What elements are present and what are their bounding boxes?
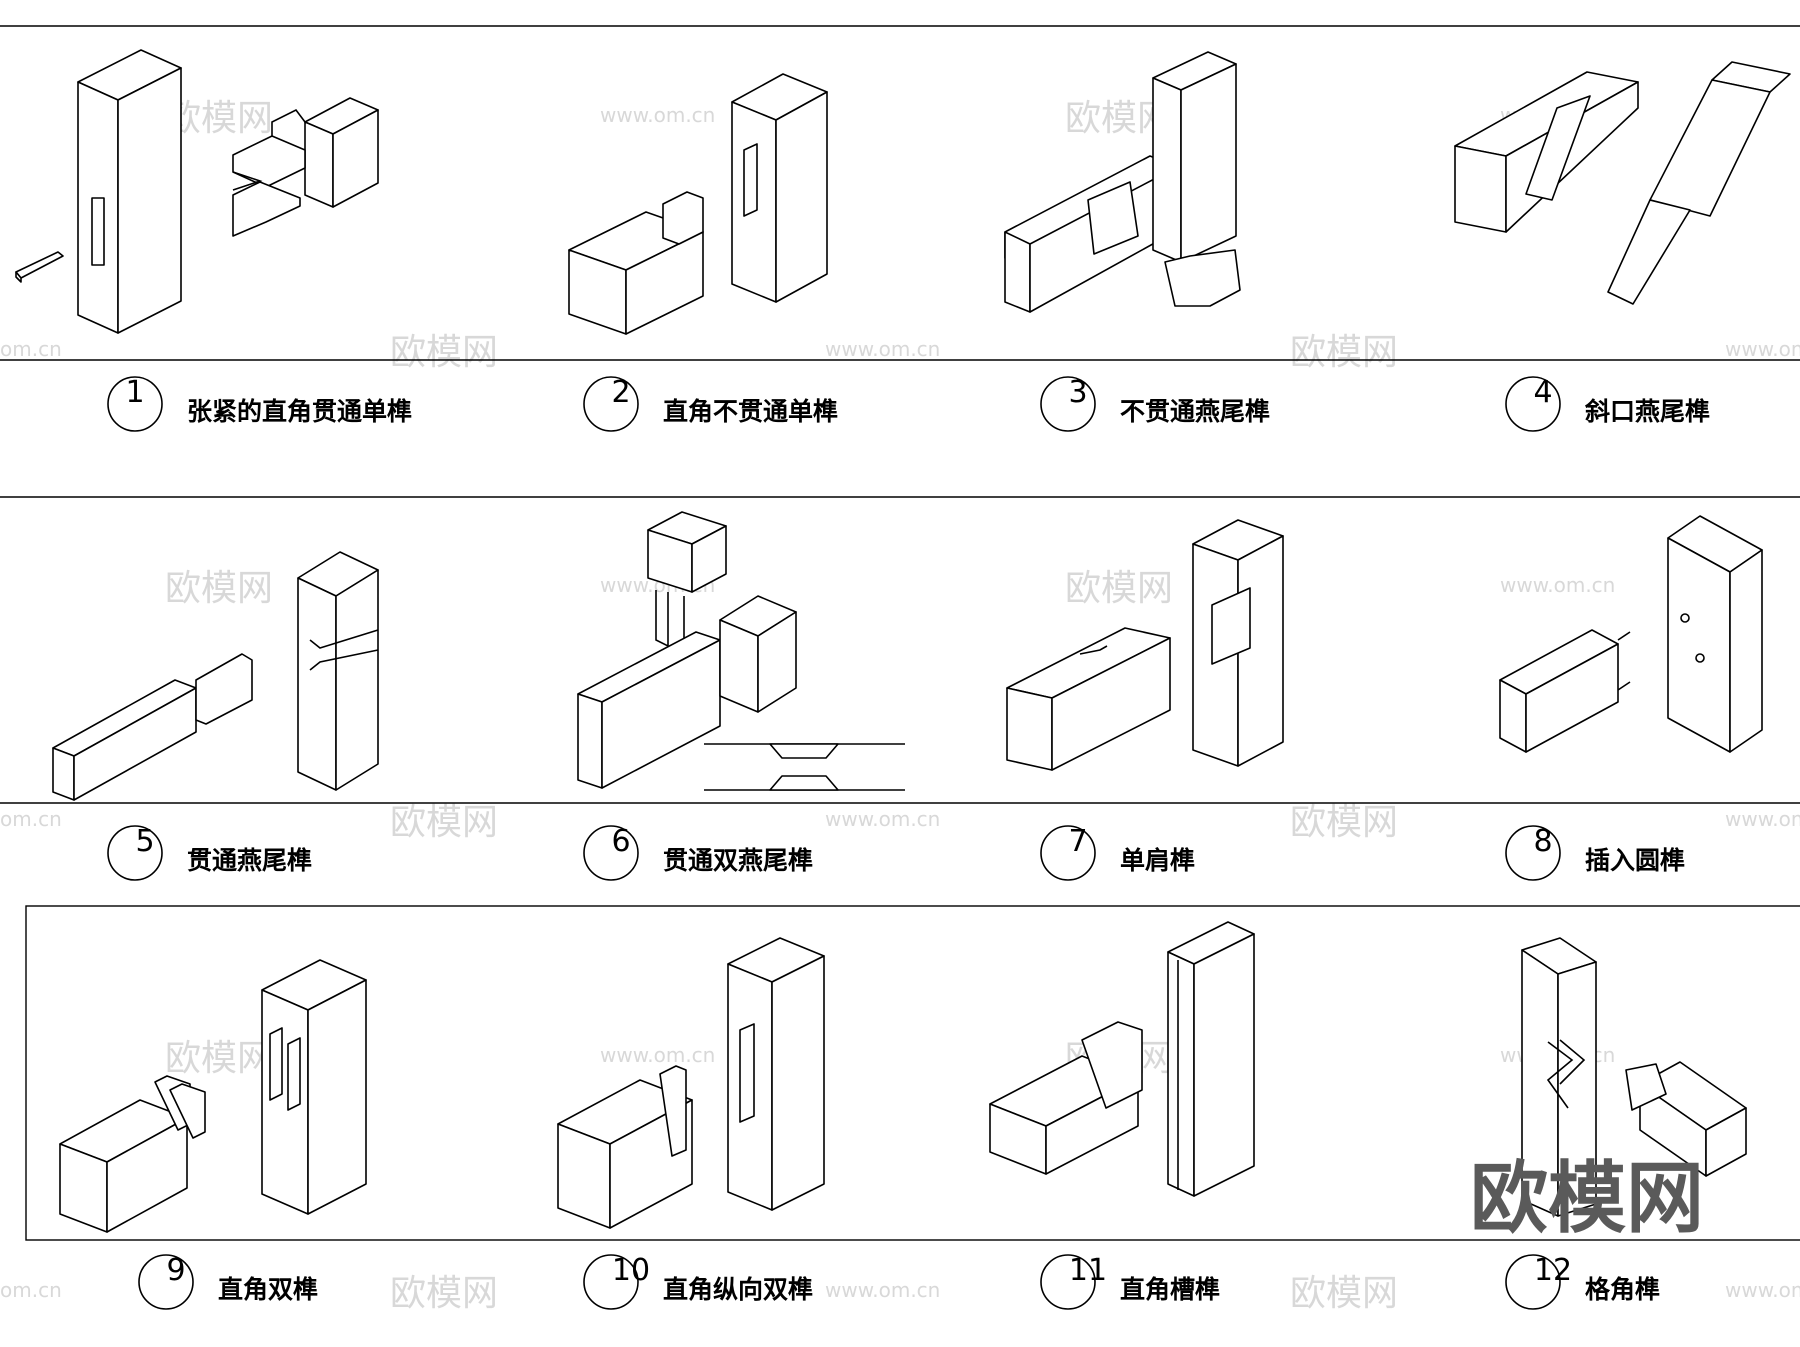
caption-number: 2 [611,375,630,410]
caption-joint-12: 12 格角榫 [1505,1253,1660,1310]
caption-label: 斜口燕尾榫 [1584,397,1710,426]
caption-label: 直角纵向双榫 [663,1275,813,1304]
watermark-url: www.om.cn [1725,807,1800,831]
caption-number: 11 [1069,1253,1107,1288]
watermark-url: www.om.cn [1500,573,1615,597]
watermark-cn: 欧模网 [165,1038,273,1079]
watermark-cn: 欧模网 [165,568,273,609]
joint-6-figure [577,511,905,791]
watermark-cn: 欧模网 [390,1273,498,1314]
number-circle [107,825,163,881]
watermark-url: om.cn [0,807,62,831]
caption-label: 格角榫 [1585,1275,1660,1304]
number-circle [583,376,639,432]
caption-joint-10: 10 直角纵向双榫 [583,1253,813,1310]
number-circle [1040,376,1096,432]
frame-lines [0,25,1800,1241]
watermark-url: www.om.cn [825,807,940,831]
caption-label: 贯通燕尾榫 [187,846,312,875]
watermark-url: www.om.cn [600,103,715,127]
caption-number: 8 [1533,824,1552,859]
watermark-cn: 欧模网 [1065,568,1173,609]
caption-number: 12 [1534,1253,1572,1288]
joint-3-figure [1004,51,1241,313]
joint-2-figure [568,73,828,335]
watermark-cn: 欧模网 [1290,802,1398,843]
caption-number: 5 [135,824,154,859]
number-circle [583,1254,639,1310]
caption-number: 10 [612,1253,650,1288]
caption-joint-1: 1 张紧的直角贯通单榫 [107,375,412,432]
caption-number: 7 [1068,824,1087,859]
joint-8-figure [1499,515,1763,753]
caption-joint-8: 8 插入圆榫 [1505,824,1685,881]
caption-joint-11: 11 直角槽榫 [1040,1253,1220,1310]
watermark-url: www.om.cn [825,337,940,361]
caption-label: 直角槽榫 [1120,1275,1220,1304]
watermark-url: www.om.cn [600,1043,715,1067]
number-circle [1040,1254,1096,1310]
caption-label: 插入圆榫 [1585,846,1685,875]
number-circle [1040,825,1096,881]
joint-11-figure [989,921,1255,1197]
caption-label: 直角双榫 [218,1275,318,1304]
caption-joint-4: 4 斜口燕尾榫 [1505,375,1710,432]
watermark-cn: 欧模网 [390,332,498,373]
caption-number: 1 [125,375,144,410]
joint-5-figure [52,551,379,801]
caption-joint-5: 5 贯通燕尾榫 [107,824,312,881]
number-circle [583,825,639,881]
watermark-url: om.cn [0,337,62,361]
joint-7-figure [1006,519,1284,771]
joint-1-figure [15,49,379,334]
caption-label: 单肩榫 [1120,846,1195,875]
watermark-url: om.cn [0,1278,62,1302]
watermark-cn: 欧模网 [1290,1273,1398,1314]
number-circle [138,1254,194,1310]
caption-number: 9 [166,1253,185,1288]
caption-joint-9: 9 直角双榫 [138,1253,318,1310]
watermark-cn: 欧模网 [165,98,273,139]
joint-12-figure [1521,937,1747,1217]
caption-label: 贯通双燕尾榫 [663,846,813,875]
caption-number: 4 [1533,375,1552,410]
watermark-cn: 欧模网 [1290,332,1398,373]
caption-number: 3 [1068,375,1087,410]
caption-joint-7: 7 单肩榫 [1040,824,1195,881]
joint-9-figure [59,959,367,1233]
number-circle [1505,376,1561,432]
caption-number: 6 [611,824,630,859]
number-circle [1505,825,1561,881]
logo-watermark: 欧模网 [1470,1154,1704,1244]
caption-label: 不贯通燕尾榫 [1120,397,1270,426]
watermark-cn: 欧模网 [390,802,498,843]
number-circle [1505,1254,1561,1310]
joint-10-figure [557,937,825,1229]
caption-joint-2: 2 直角不贯通单榫 [583,375,838,432]
caption-label: 张紧的直角贯通单榫 [187,397,412,426]
watermark-url: www.om.cn [1725,1278,1800,1302]
caption-joint-3: 3 不贯通燕尾榫 [1040,375,1270,432]
watermark-url: www.om.cn [1725,337,1800,361]
caption-joint-6: 6 贯通双燕尾榫 [583,824,813,881]
number-circle [107,376,163,432]
joint-4-figure [1454,61,1791,305]
watermark-url: www.om.cn [825,1278,940,1302]
caption-label: 直角不贯通单榫 [663,397,838,426]
